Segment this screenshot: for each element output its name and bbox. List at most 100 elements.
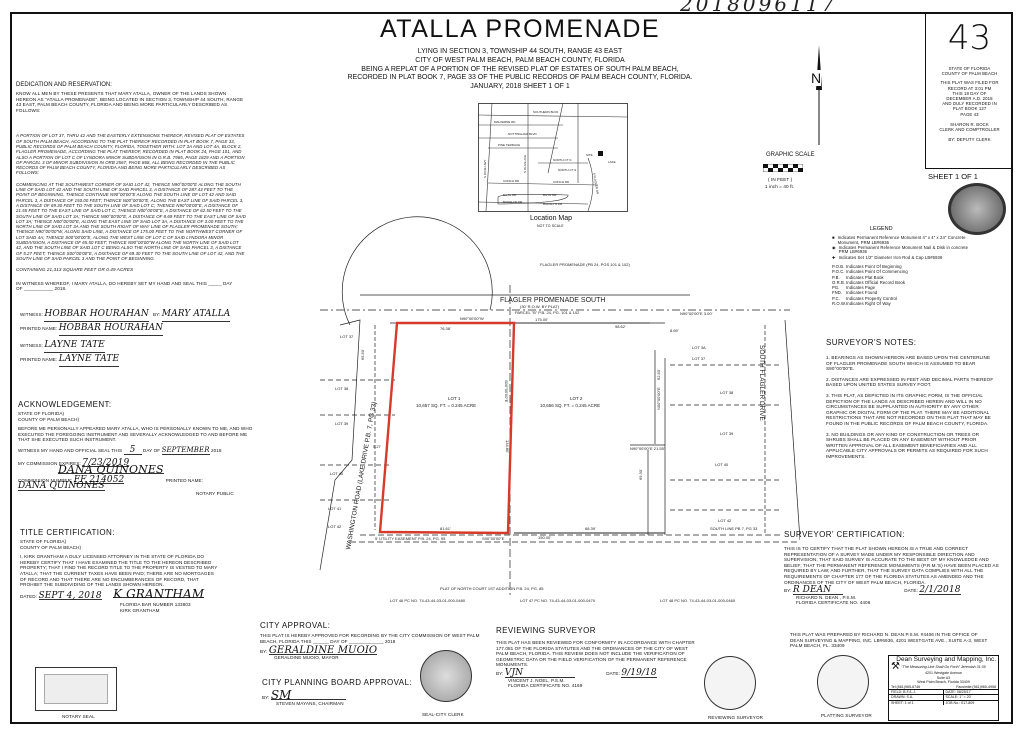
county-line: COUNTY OF PALM BEACH) <box>18 416 80 422</box>
note: 1. BEARINGS AS SHOWN HEREON ARE BASED UP… <box>826 355 991 372</box>
review-date: 9/19/18 <box>621 667 657 678</box>
plat-label: LOT 38 <box>720 390 734 395</box>
printed-name: Hobbar Hourahan <box>58 322 164 336</box>
subtitle-line: LYING IN SECTION 3, TOWNSHIP 44 SOUTH, R… <box>417 48 623 55</box>
plat-label: LOT 37 <box>340 334 354 339</box>
iron-rod-icon: ✚ <box>832 255 836 261</box>
surveyor-certification: SURVEYOR' CERTIFICATION: THIS IS TO CERT… <box>784 530 999 606</box>
plat-linework <box>763 164 803 172</box>
plat-label: 62.50' <box>656 369 661 380</box>
platting-surveyor-seal <box>817 655 869 709</box>
plat-label: LOT 3A <box>692 345 706 350</box>
plat-linework <box>487 182 599 186</box>
reviewing-surveyor-section: REVIEWING SURVEYOR THIS PLAT HAS BEEN RE… <box>496 626 695 689</box>
plat-label: LOT 42 <box>328 524 342 529</box>
plat-label: 76.38' <box>440 326 451 331</box>
plat-linework <box>319 319 361 571</box>
lot-1-area: 10,657 SQ. FT. = 0.245 ACRE <box>416 403 476 408</box>
notary-printed-name: Dana Quinones <box>18 481 105 492</box>
note: 3. NO BUILDINGS OR ANY KIND OF CONSTRUCT… <box>826 431 988 459</box>
plat-label: LOT 39 <box>335 421 349 426</box>
plat-label: BUDSLYN DR <box>543 202 563 206</box>
note: 3. THIS PLAT, AS DEPICTED IN ITS GRAPHIC… <box>826 392 991 426</box>
printed-name-label: PRINTED NAME: <box>20 326 58 331</box>
witness-label: WITNESS: <box>20 343 44 348</box>
plat-label: 68.39' <box>585 526 596 531</box>
witness-signature: Hobbar Hourahan <box>44 308 149 322</box>
notary-signature: Dana Quinones <box>58 463 164 477</box>
title-cert-date: SEPT 4, 2018 <box>38 590 102 601</box>
company-name: Dean Surveying and Mapping, Inc. <box>896 656 996 663</box>
notary-seal-label: NOTARY SEAL <box>62 714 95 719</box>
plat-label: CONCH RD <box>553 180 570 184</box>
printed-name-label: PRINTED NAME: <box>20 357 58 362</box>
plat-linework <box>478 114 628 118</box>
legend: LEGEND ■Indicates Permanent Reference Mo… <box>832 226 972 306</box>
plat-label: SITE <box>586 153 593 157</box>
plat-label: N90°00'00"W <box>460 316 484 321</box>
chairman-signature: SM <box>270 689 346 701</box>
graphic-scale-title: GRAPHIC SCALE <box>766 152 815 158</box>
plat-label: SOUTH LINE PB 7, PG 33 <box>710 526 758 531</box>
prm-disk-icon: ◉ <box>832 244 836 250</box>
plat-linework <box>793 164 798 168</box>
mayor-signature: Geraldine Muoio <box>268 645 378 657</box>
surveyors-notes: SURVEYOR'S NOTES: 1. BEARINGS AS SHOWN H… <box>826 338 998 460</box>
plat-label: 65.50' <box>360 349 365 360</box>
city-clerk-seal-label: SEAL-CITY CLERK <box>422 712 464 717</box>
plat-label: MALVERNE RD <box>494 120 516 124</box>
notary-seal-box <box>35 667 117 711</box>
planning-board-section: CITY PLANNING BOARD APPROVAL: BY: SM STE… <box>262 678 413 706</box>
dedication-heading: DEDICATION AND RESERVATION: <box>16 82 112 88</box>
acknowledgement-section: ACKNOWLEDGEMENT: STATE OF FLORIDA) COUNT… <box>18 400 258 497</box>
prepared-by: THIS PLAT WAS PREPARED BY RICHARD N. DEA… <box>790 632 988 649</box>
reviewing-surveyor-seal <box>704 656 756 710</box>
plat-linework <box>778 168 783 172</box>
plat-linework <box>768 168 773 172</box>
plat-label: LOT 38 <box>335 386 349 391</box>
cul-de-sac <box>341 216 493 326</box>
lot-1-label: LOT 1 <box>448 396 461 401</box>
road-label-left: WASHINGTON ROAD (LAKE DRIVE P.B. 7, PG 3… <box>345 401 378 550</box>
plat-label: NORTH CT N <box>553 158 571 162</box>
plat-linework <box>478 103 628 212</box>
legend-abbreviations: P.O.B.Indicates Point Of Beginning P.O.C… <box>832 263 908 307</box>
witness-label: WITNESS: <box>20 312 44 317</box>
state-line: STATE OF FLORIDA) <box>18 411 65 416</box>
plat-label: S90°00'00"E <box>482 536 505 541</box>
platting-seal-label: PLATTING SURVEYOR <box>821 713 872 718</box>
printed-name: Layne Tate <box>58 353 120 367</box>
note: 2. DISTANCES ARE EXPRESSED IN FEET AND D… <box>826 376 994 388</box>
attorney-signature: K Grantham <box>113 586 205 601</box>
plat-label: BILTN DR <box>543 193 557 197</box>
acknowledgement-heading: ACKNOWLEDGEMENT: <box>18 400 112 409</box>
plat-label: PINE TERRACE <box>498 143 520 147</box>
plat-linework <box>497 194 569 205</box>
subtitle-line: BEING A REPLAT OF A PORTION OF THE REVIS… <box>361 65 679 73</box>
city-clerk-seal <box>420 650 472 702</box>
road-label-right: SOUTH FLAGLER DRIVE <box>758 345 765 422</box>
witness-statement: IN WITNESS WHEREOF, I MARY ATALLA, DO HE… <box>16 280 233 292</box>
location-map-title: Location Map <box>530 215 573 222</box>
plat-linework <box>587 157 594 212</box>
title-cert-body: I, KIRK GRANTHAM A DULY LICENSED ATTORNE… <box>20 554 218 588</box>
plat-drawing: FLAGLER PROMENADE SOUTH (30' R.O.W. BY P… <box>319 216 800 603</box>
site-marker-icon <box>598 151 603 156</box>
plat-label: LAKE <box>608 160 616 164</box>
road-label-top: FLAGLER PROMENADE SOUTH <box>500 297 605 304</box>
owner-signature: Mary Atalla <box>161 308 231 322</box>
plat-label: NORTH CT S <box>558 168 576 172</box>
page-number: 43 <box>947 18 992 58</box>
lot-1-boundary <box>378 321 516 535</box>
sheet-border <box>10 12 1013 724</box>
surveyor-seal <box>948 183 1006 235</box>
reviewing-seal-label: REVIEWING SURVEYOR <box>708 715 764 720</box>
plat-label: 69.30' <box>638 469 643 480</box>
surveyor-figure-icon: ⚒ <box>891 661 900 672</box>
dedication-intro: KNOW ALL MEN BY THESE PRESENTS THAT MARY… <box>16 91 244 113</box>
graphic-scale-units: ( IN FEET ) <box>768 177 793 182</box>
plat-label: N00°00'00"E <box>656 387 661 410</box>
